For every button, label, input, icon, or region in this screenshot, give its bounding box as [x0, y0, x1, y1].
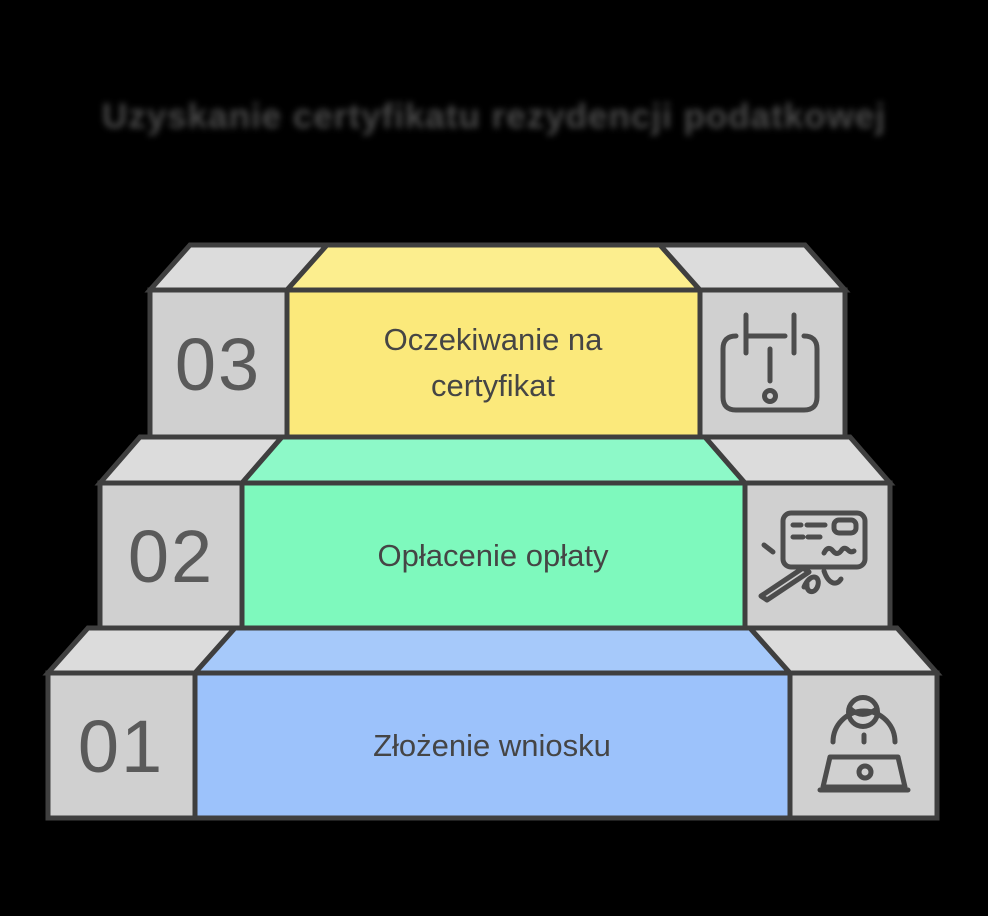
step-1-bar-front — [192, 670, 793, 821]
step-2-icon-cube-front — [742, 480, 893, 631]
step-2-bar-front — [239, 480, 748, 631]
step-3-number-cube-front — [147, 287, 290, 440]
calendar-alert-icon — [720, 312, 820, 413]
cheque-signing-icon — [758, 510, 868, 603]
page-title: Uzyskanie certyfikatu rezydencji podatko… — [101, 97, 887, 136]
step-3-label-line-1: Oczekiwanie na — [384, 322, 604, 357]
step-3-number: 03 — [175, 323, 261, 406]
step-labels: Złożenie wniosku Opłacenie opłaty Oczeki… — [373, 322, 611, 763]
step-3-label-line-2: certyfikat — [431, 368, 555, 403]
step-1-number-cube-front — [45, 670, 198, 821]
step-3-bar-front — [284, 287, 703, 440]
step-icons — [720, 312, 911, 793]
step-1-bar-top — [189, 625, 796, 676]
step-3 — [144, 242, 851, 440]
step-1-icon-cube-front — [787, 670, 940, 821]
step-3-bar-top — [281, 242, 706, 293]
step-2-number: 02 — [128, 515, 214, 598]
step-1-label: Złożenie wniosku — [373, 728, 611, 763]
step-2-label: Opłacenie opłaty — [378, 538, 609, 573]
step-1-number: 01 — [78, 705, 164, 788]
person-laptop-icon — [817, 695, 911, 793]
step-2-number-cube-front — [97, 480, 245, 631]
step-2-bar-top — [236, 434, 751, 486]
step-1 — [42, 625, 943, 821]
staircase-faces — [42, 242, 943, 821]
step-numbers: 01 02 03 — [78, 323, 261, 788]
